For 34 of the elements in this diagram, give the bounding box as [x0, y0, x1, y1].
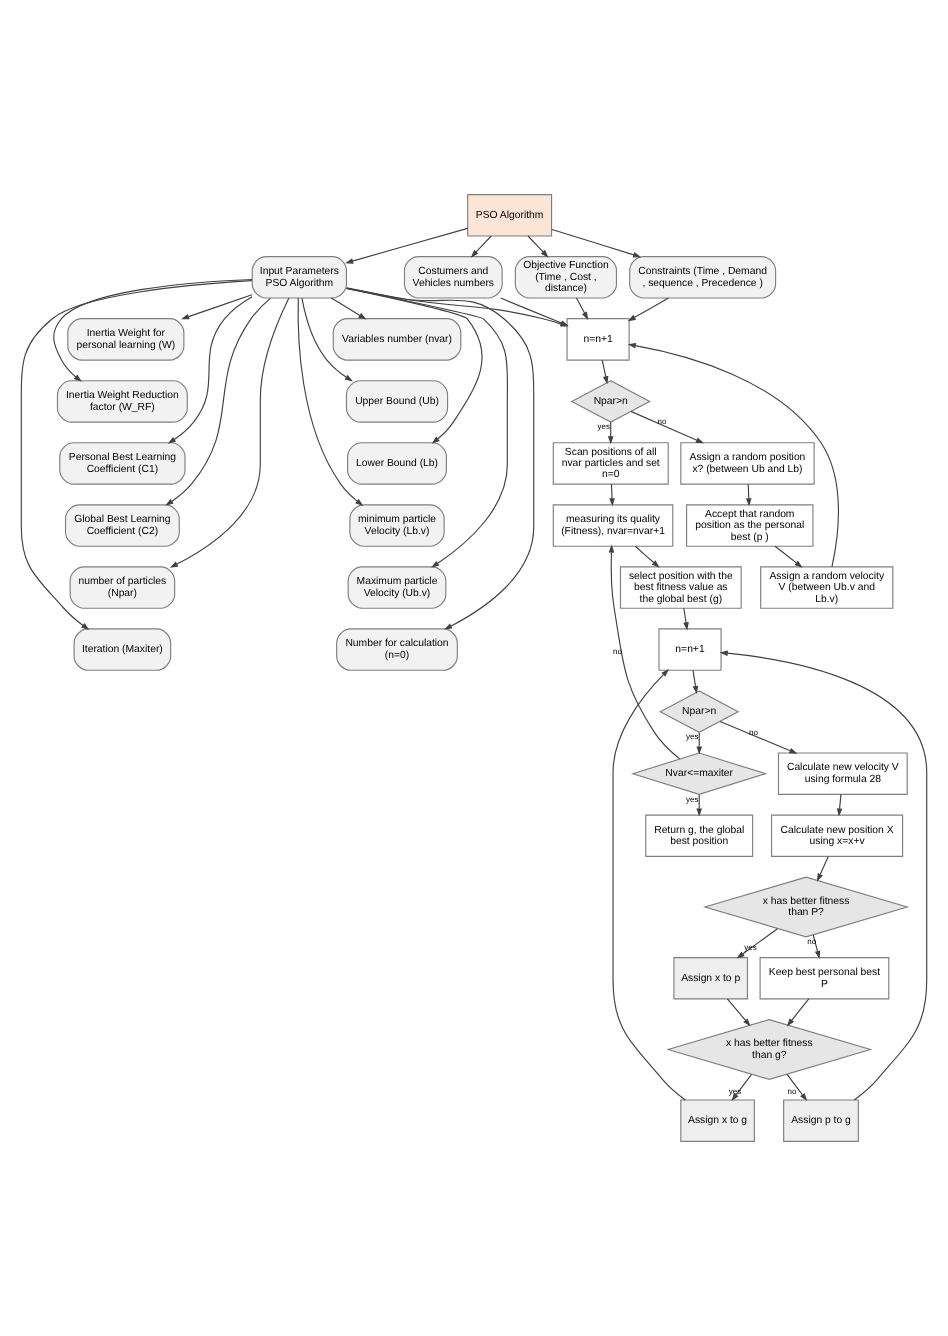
arrow: [601, 359, 609, 385]
arrow: [612, 669, 686, 1101]
arrow: [786, 998, 810, 1027]
arrow: [719, 720, 798, 754]
arrow: [692, 669, 699, 695]
arrow: [346, 287, 483, 444]
arrow: [634, 545, 660, 568]
arrow: [527, 235, 549, 258]
arrow: [20, 280, 253, 630]
arrow: [836, 793, 843, 817]
arrow: [816, 855, 829, 882]
arrow: [630, 410, 704, 444]
arrow: [736, 928, 779, 959]
arrow: [301, 297, 353, 382]
arrow: [165, 297, 271, 506]
arrow: [330, 297, 367, 320]
arrow: [297, 297, 364, 506]
arrow: [345, 227, 469, 264]
arrow: [726, 998, 751, 1027]
arrow: [167, 296, 253, 444]
arrow: [627, 342, 839, 568]
arrow: [786, 1073, 808, 1102]
arrow: [470, 235, 492, 258]
arrow: [609, 483, 615, 507]
arrow: [627, 297, 669, 322]
arrow: [575, 297, 589, 320]
arrow: [551, 228, 642, 258]
arrow: [169, 297, 290, 568]
arrow: [608, 544, 681, 760]
arrow: [719, 650, 928, 1101]
arrow: [774, 545, 803, 568]
arrow: [53, 278, 253, 382]
arrow: [181, 294, 253, 320]
arrow: [683, 607, 689, 631]
